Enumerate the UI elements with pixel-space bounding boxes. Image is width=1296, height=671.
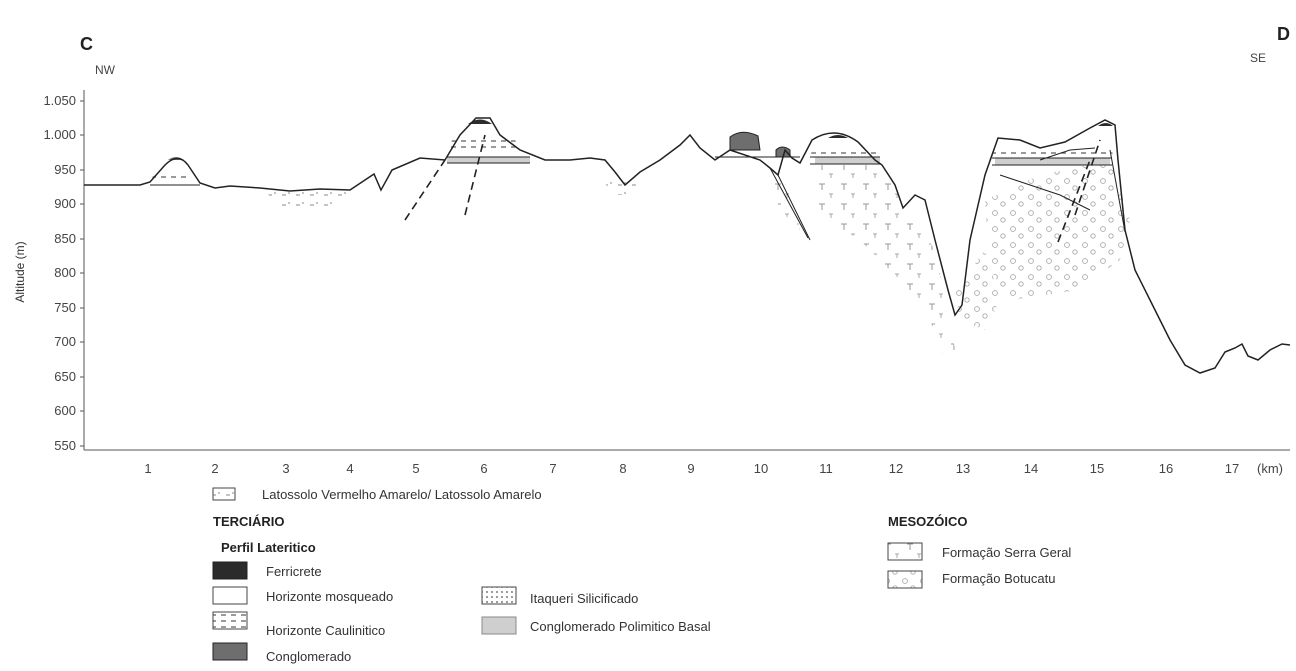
y-tick-label: 650 (54, 369, 76, 384)
x-tick-label: 17 (1225, 461, 1239, 476)
legend-soil-label: Latossolo Vermelho Amarelo/ Latossolo Am… (262, 487, 542, 502)
legend-itaqueri-swatch (481, 586, 517, 605)
legend-mesozoico-title: MESOZÓICO (888, 514, 967, 529)
ferricrete-caps (468, 119, 1113, 138)
legend-conglomerado-swatch (212, 642, 248, 661)
legend-serra-geral-label: Formação Serra Geral (942, 545, 1071, 560)
y-axis-title: Altitude (m) (13, 241, 27, 302)
legend-serra-geral-swatch (887, 542, 923, 561)
legend-caulinitico-swatch (212, 611, 248, 630)
x-tick-label: 1 (144, 461, 151, 476)
x-tick-label: 5 (412, 461, 419, 476)
y-tick-label: 1.050 (43, 93, 76, 108)
geologic-contacts (150, 137, 1126, 241)
fault-lines (404, 134, 1101, 243)
x-tick-label: 13 (956, 461, 970, 476)
legend-conglomerado-basal-swatch (481, 616, 517, 635)
x-tick-label: 2 (211, 461, 218, 476)
section-end-label: D (1277, 24, 1290, 44)
legend-terciario-title: TERCIÁRIO (213, 514, 285, 529)
legend-soil-swatch (212, 487, 236, 501)
y-tick-label: 900 (54, 196, 76, 211)
legend-botucatu-label: Formação Botucatu (942, 571, 1055, 586)
x-unit-label: (km) (1257, 461, 1283, 476)
legend-itaqueri-label: Itaqueri Silicificado (530, 591, 638, 606)
start-direction-label: NW (95, 63, 116, 77)
x-tick-group: 1 2 3 4 5 6 7 8 9 10 11 12 13 14 15 16 1… (144, 461, 1283, 476)
y-tick-label: 700 (54, 334, 76, 349)
x-tick-label: 10 (754, 461, 768, 476)
y-tick-label: 850 (54, 231, 76, 246)
serra-geral-formation-areas (265, 165, 955, 360)
y-tick-label: 600 (54, 403, 76, 418)
legend-conglomerado-basal-label: Conglomerado Polimitico Basal (530, 619, 711, 634)
x-tick-label: 15 (1090, 461, 1104, 476)
legend-perfil-title: Perfil Lateritico (221, 540, 316, 555)
x-tick-label: 3 (282, 461, 289, 476)
legend-mosqueado-label: Horizonte mosqueado (266, 589, 393, 604)
legend-ferricrete-swatch (212, 561, 248, 580)
section-start-label: C (80, 34, 93, 54)
y-tick-label: 800 (54, 265, 76, 280)
legend-botucatu-swatch (887, 570, 923, 589)
y-tick-label: 550 (54, 438, 76, 453)
legend: Latossolo Vermelho Amarelo/ Latossolo Am… (212, 487, 1071, 664)
topographic-profile-line (84, 117, 1291, 374)
x-tick-label: 11 (819, 461, 833, 476)
y-tick-label: 950 (54, 162, 76, 177)
legend-ferricrete-label: Ferricrete (266, 564, 322, 579)
x-tick-label: 14 (1024, 461, 1038, 476)
x-tick-label: 9 (687, 461, 694, 476)
x-tick-label: 16 (1159, 461, 1173, 476)
y-tick-group: 1.050 1.000 950 900 850 800 750 700 650 … (43, 93, 84, 453)
x-tick-label: 4 (346, 461, 353, 476)
end-direction-label: SE (1250, 51, 1266, 65)
legend-conglomerado-label: Conglomerado (266, 649, 351, 664)
x-tick-label: 8 (619, 461, 626, 476)
y-tick-label: 1.000 (43, 127, 76, 142)
y-tick-label: 750 (54, 300, 76, 315)
x-tick-label: 12 (889, 461, 903, 476)
legend-mosqueado-swatch (212, 586, 248, 605)
legend-caulinitico-label: Horizonte Caulinitico (266, 623, 385, 638)
x-tick-label: 6 (480, 461, 487, 476)
botucatu-formation-areas (955, 160, 1130, 330)
caulinitic-horizon-areas (150, 140, 1115, 182)
conglomerado-basal-areas (447, 157, 1110, 165)
x-tick-label: 7 (549, 461, 556, 476)
